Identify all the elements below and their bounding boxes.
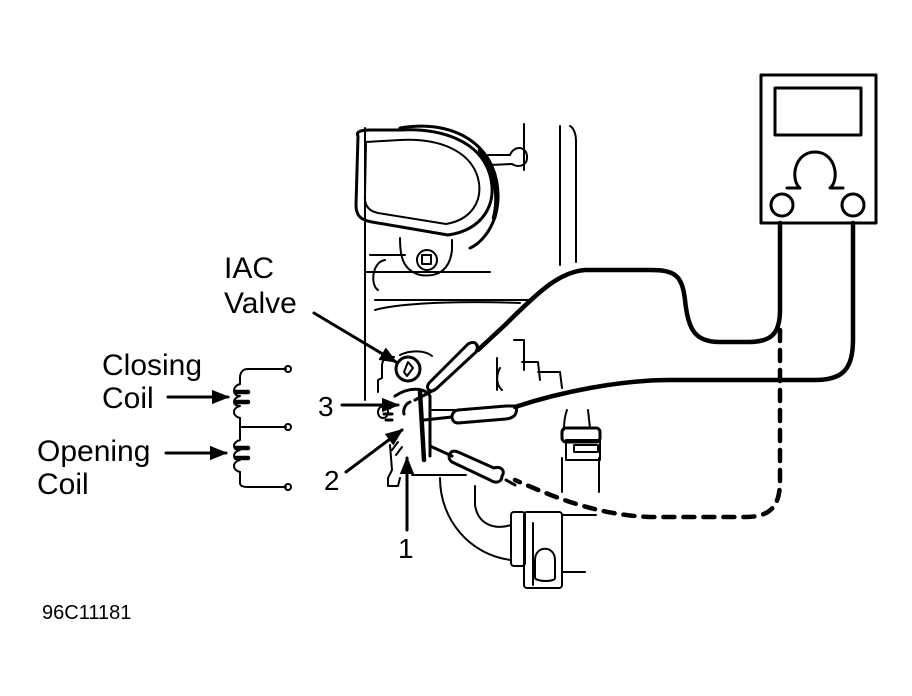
labels: IAC Valve Closing Coil Opening Coil 3 2 … [37,252,414,624]
meter-body [759,73,878,225]
iac-valve-label-line1: IAC [224,252,274,285]
terminal-1-label: 1 [398,533,414,564]
meter-jack-left [769,192,795,218]
test-lead-dashed [512,327,783,520]
terminal-2-label: 2 [324,465,340,496]
probe-c [447,449,505,484]
figure-code: 96C11181 [42,602,131,624]
closing-coil-label-line2: Coil [102,382,154,415]
ohmmeter: Ω [759,73,878,225]
coil-schematic [233,365,292,491]
terminal-top [284,365,292,373]
opening-coil-winding [233,426,241,473]
terminal-middle [284,423,292,431]
test-lead-a [475,220,783,353]
throttle-body [354,123,577,401]
probe-a [426,340,479,393]
probe-b [450,404,518,425]
terminal-2-arrow [344,428,404,474]
meter-display [773,86,863,137]
coolant-hose [439,339,602,589]
meter-jack-right [840,192,866,218]
terminal-bottom [284,483,292,491]
closing-coil-label-line1: Closing [102,349,202,382]
opening-coil-label-line1: Opening [37,435,150,468]
test-lead-b [512,220,856,410]
terminal-3-label: 3 [318,391,334,422]
iac-valve-arrow [312,311,398,364]
callout-arrows [164,311,415,532]
ohm-symbol-icon [785,150,845,190]
iac-valve-label-line2: Valve [224,287,297,320]
test-leads [413,220,856,520]
opening-coil-label-line2: Coil [37,468,89,501]
